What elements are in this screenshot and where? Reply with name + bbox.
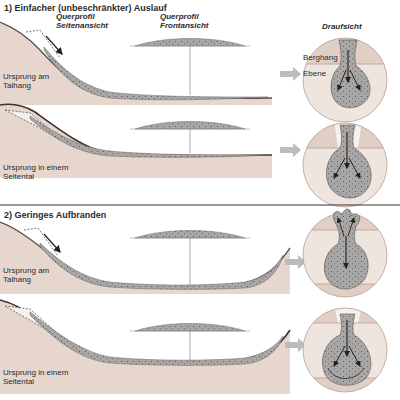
section-title: 1) Einfacher (unbeschränkter) Auslauf (4, 3, 264, 13)
view-label: Querprofil Seitenansicht (56, 12, 118, 30)
profile-seitental-2 (0, 300, 390, 395)
view-label: Querprofil Frontansicht (160, 12, 222, 30)
origin-label: Ursprung am Talhang (3, 72, 63, 90)
section-title: 2) Geringes Aufbranden (4, 210, 264, 220)
divider (0, 205, 400, 206)
view-label: Draufsicht (322, 22, 382, 31)
origin-label: Ursprung am Talhang (3, 266, 63, 284)
profile-talhang-2 (0, 209, 390, 300)
profile-seitental-1 (0, 104, 390, 210)
region-label: Ebene (303, 69, 333, 78)
profile-talhang-1 (0, 22, 390, 126)
origin-label: Ursprung in einem Seitental (3, 163, 75, 181)
region-label: Berghang (303, 53, 343, 62)
origin-label: Ursprung in einem Seitental (3, 368, 75, 386)
